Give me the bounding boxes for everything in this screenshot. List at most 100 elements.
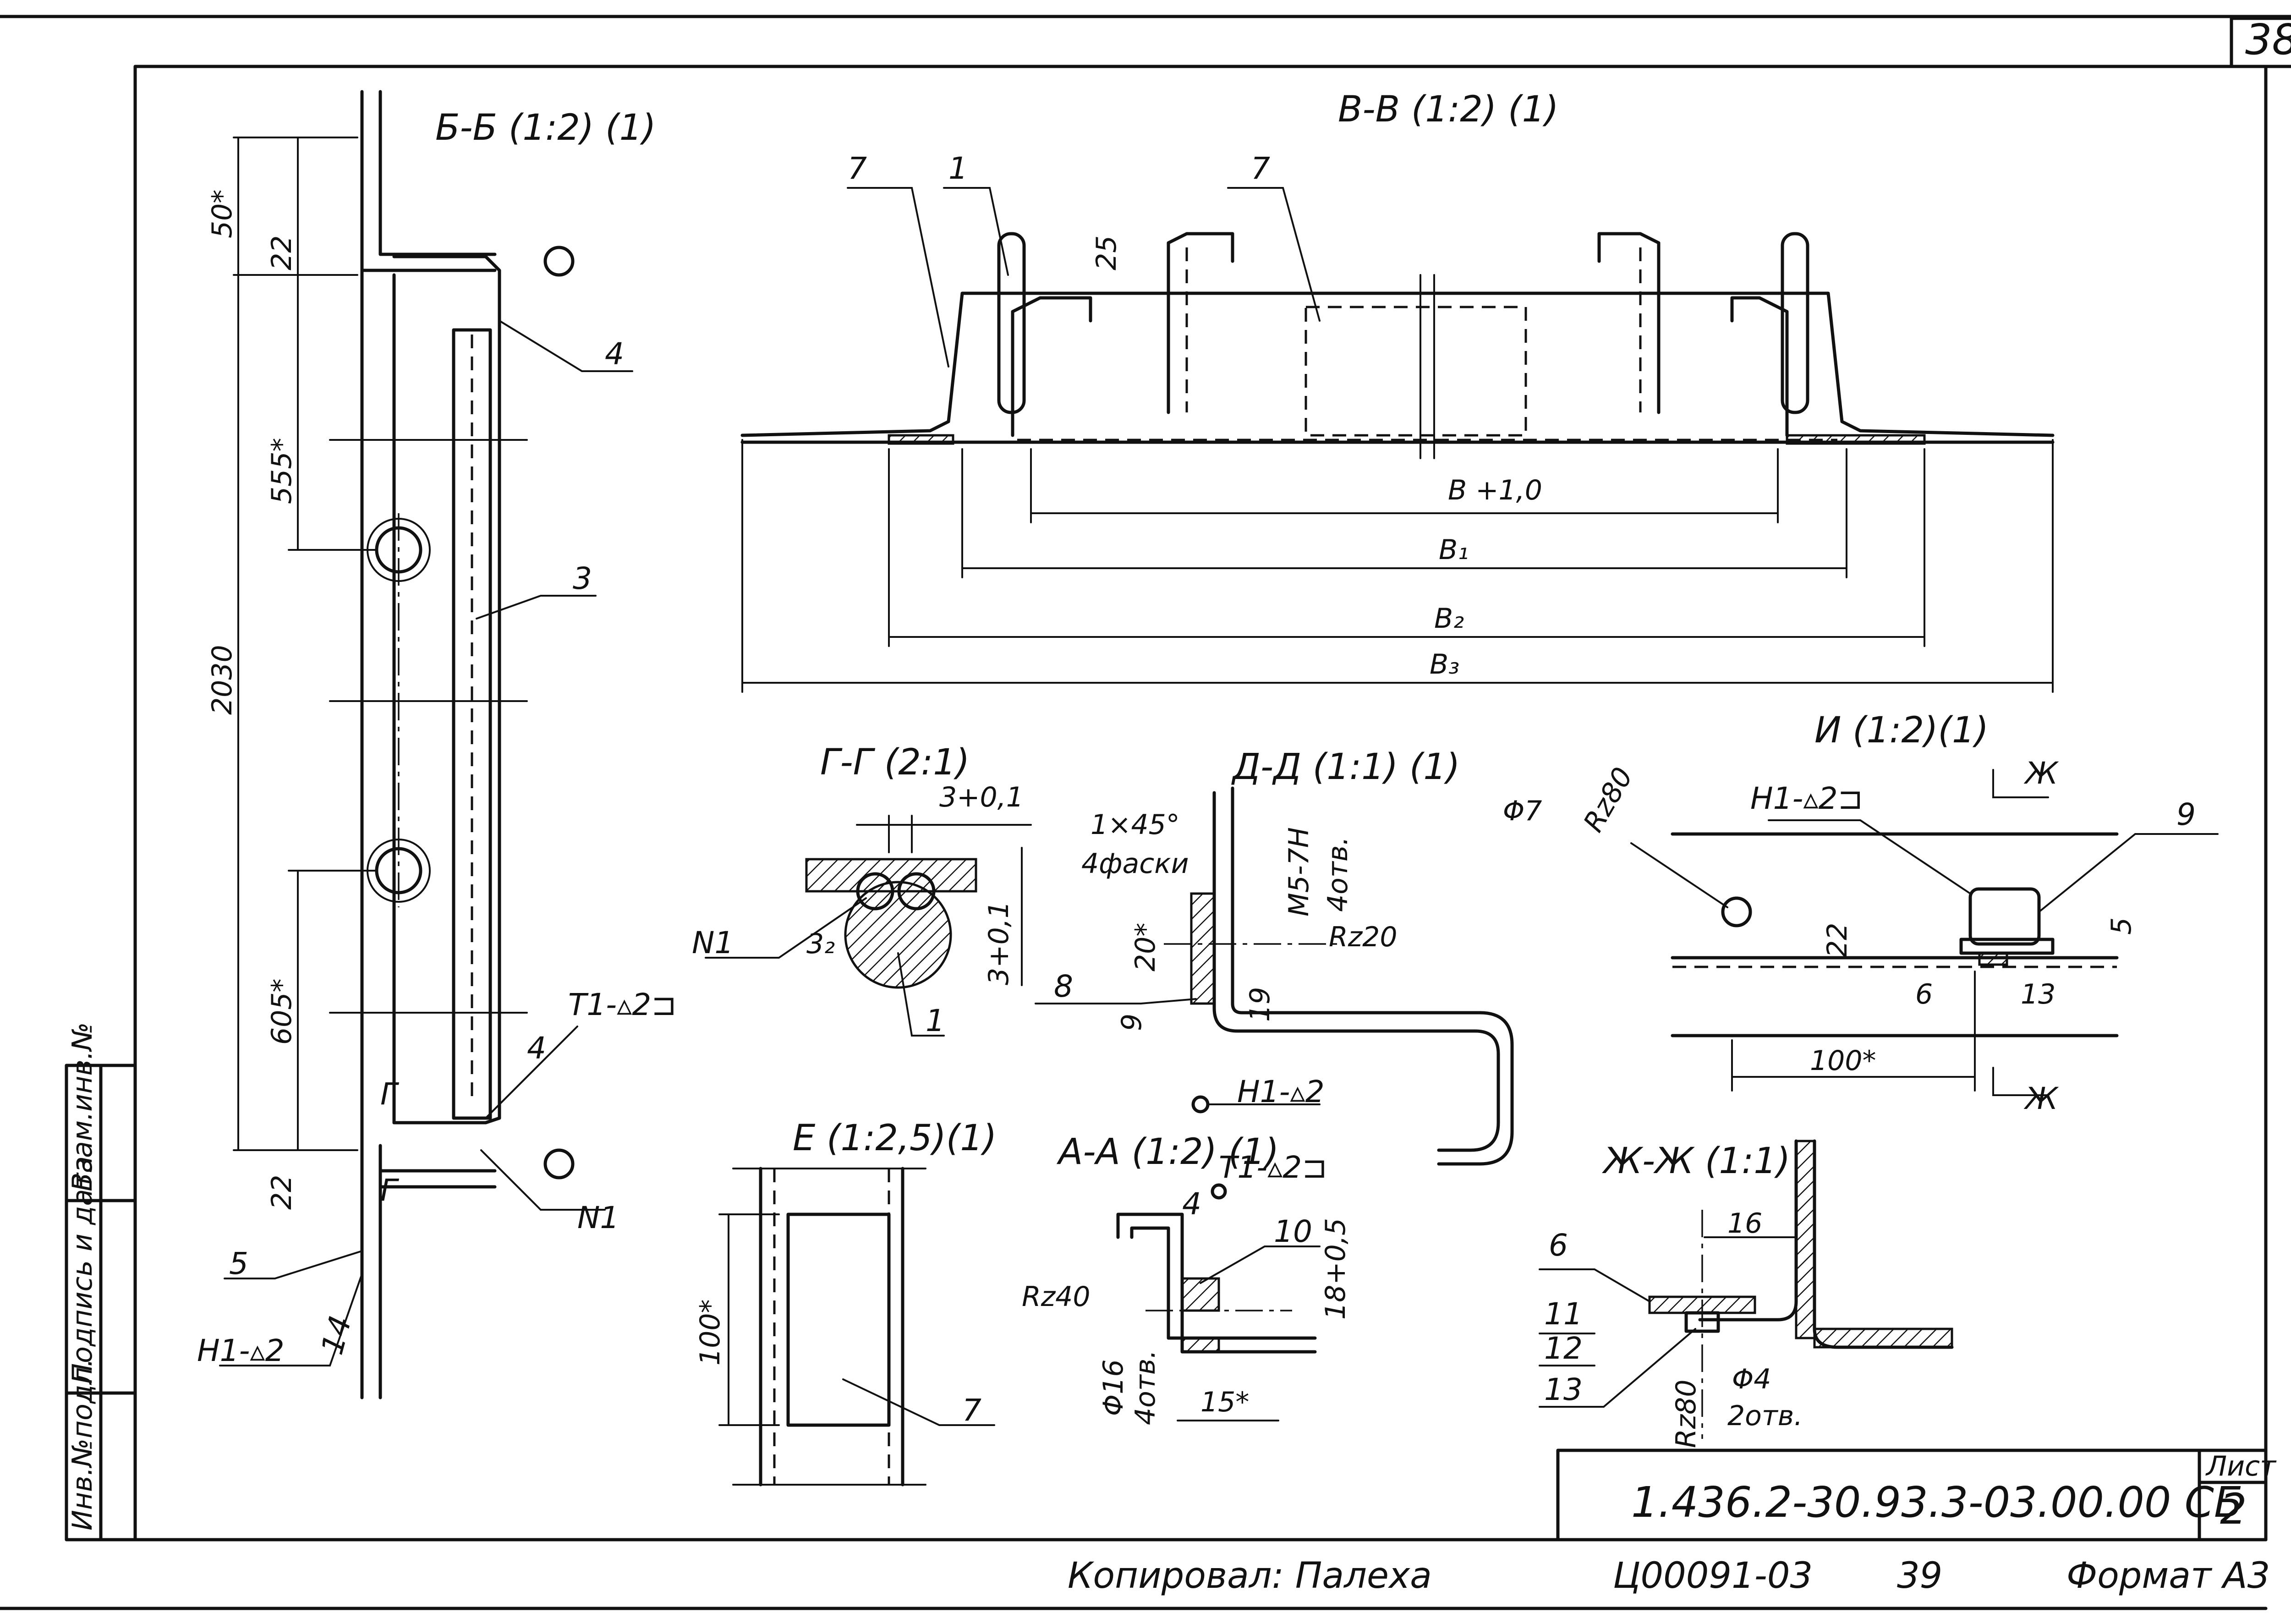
dim-aa-phi16: Φ16 (1097, 1359, 1129, 1416)
dim-dd-20: 20* (1129, 923, 1162, 971)
label-ee-7: 7 (962, 1393, 981, 1428)
footer-code: Ц00091-03 (1613, 1555, 1813, 1597)
list-value: 2 (2220, 1485, 2247, 1534)
label-bb-h1: Н1-▵2 (197, 1333, 285, 1368)
dim-dd-19: 19 (1244, 987, 1276, 1022)
view-zz: Ж-Ж (1:1) 16 Φ4 2отв. Rz80 6 11 12 13 (1539, 1139, 1954, 1448)
dim-dd-m5: М5-7Н (1283, 827, 1315, 916)
label-bb-3: 3 (573, 561, 592, 596)
label-bb-14: 14 (314, 1312, 358, 1358)
label-bb-g-bottom: Г (380, 1173, 400, 1208)
view-ii-title: И (1:2)(1) (1814, 710, 1989, 751)
label-aa-t1: Т1-▵2⊐ (1219, 1150, 1327, 1185)
label-ii-h1: Н1-▵2⊐ (1750, 781, 1863, 816)
side-stamp-sign: Подпись и дата (66, 1156, 99, 1384)
view-ee: Е (1:2,5)(1) 100* 7 (694, 1118, 997, 1487)
footer: Копировал: Палеха Ц00091-03 39 Формат A3 (1068, 1555, 2270, 1597)
dim-ii-6: 6 (1915, 978, 1933, 1010)
label-bb-t1: Т1-▵2⊐ (568, 987, 677, 1022)
dim-aa-18: 18+0,5 (1320, 1218, 1352, 1320)
label-ii-zh-bottom: Ж (2023, 1081, 2059, 1116)
sheet-frame: 38 (0, 15, 2291, 1610)
view-zz-title: Ж-Ж (1:1) (1602, 1141, 1790, 1182)
dim-bb-22-bottom: 22 (266, 1175, 298, 1210)
label-vv-7-mid: 7 (1251, 151, 1270, 186)
view-bb-title: Б-Б (1:2) (1) (435, 107, 656, 148)
view-aa-title: А-А (1:2) (1) (1056, 1131, 1279, 1173)
view-gg-title: Г-Г (2:1) (820, 742, 970, 783)
label-bb-4: 4 (605, 336, 624, 372)
list-label: Лист (2205, 1450, 2277, 1482)
dim-bb-2030: 2030 (206, 645, 238, 715)
dim-bb-22-top: 22 (266, 236, 298, 270)
label-dd-8: 8 (1054, 969, 1073, 1004)
label-ii-9: 9 (2176, 797, 2196, 832)
dim-bb-50: 50* (206, 190, 238, 238)
dim-ii-5: 5 (2105, 917, 2138, 935)
view-dd: Д-Д (1:1) (1) 1×45° 4фаски 20* 9 19 М5-7… (1035, 746, 1514, 1166)
label-zz-12: 12 (1544, 1331, 1583, 1366)
label-aa-10: 10 (1274, 1214, 1312, 1249)
dim-bb-555: 555* (266, 438, 298, 504)
side-stamp: Инв.№подл. Подпись и дата Взам.инв.№ (65, 1022, 137, 1542)
dim-zz-rz80: Rz80 (1670, 1379, 1702, 1448)
sheet-number: 38 (2245, 15, 2291, 64)
dim-ii-13: 13 (2021, 978, 2055, 1010)
footer-page: 39 (1897, 1555, 1942, 1597)
stamp-designation: 1.436.2-30.93.3-03.00.00 СБ (1631, 1478, 2243, 1527)
footer-format: Формат A3 (2066, 1555, 2270, 1597)
dim-gg-32: 3₂ (806, 928, 835, 960)
view-ee-title: Е (1:2,5)(1) (793, 1118, 997, 1159)
dim-dd-rz20: Rz20 (1329, 921, 1398, 953)
view-bb: Б-Б (1:2) (1) 50* 22 555* 2030 605* 22 4… (197, 90, 677, 1399)
label-ii-zh-top: Ж (2023, 756, 2059, 791)
dim-vv-b3: В₃ (1430, 648, 1459, 680)
dim-dd-4faski: 4фаски (1081, 848, 1189, 880)
dim-vv-b2: В₂ (1434, 603, 1464, 635)
view-ii: И (1:2)(1) Φ7 Rz80 22 5 6 13 100* Н1-▵2⊐… (1503, 710, 2219, 1116)
footer-copied: Копировал: Палеха (1068, 1555, 1432, 1597)
dim-zz-2otv: 2отв. (1727, 1400, 1803, 1432)
dim-gg-3a: 3+0,1 (939, 781, 1024, 813)
dim-vv-b1: В₁ (1439, 534, 1469, 566)
dim-ii-100: 100* (1810, 1045, 1876, 1077)
dim-dd-chamfer: 1×45° (1091, 809, 1180, 841)
dim-bb-605: 605* (266, 978, 298, 1045)
dim-ee-100: 100* (694, 1299, 726, 1366)
dim-dd-9: 9 (1116, 1014, 1148, 1031)
view-dd-title: Д-Д (1:1) (1) (1231, 746, 1460, 788)
label-bb-5: 5 (229, 1246, 248, 1281)
dim-gg-3b: 3+0,1 (983, 901, 1015, 985)
label-bb-g-top: Г (380, 1076, 400, 1112)
label-vv-1: 1 (948, 151, 968, 186)
dim-zz-phi4: Φ4 (1732, 1363, 1771, 1395)
dim-aa-4otv: 4отв. (1129, 1350, 1162, 1425)
label-bb-4b: 4 (527, 1031, 546, 1066)
label-vv-7-left: 7 (848, 151, 867, 186)
side-stamp-replace: Взам.инв.№ (66, 1022, 99, 1191)
view-gg: Г-Г (2:1) 3+0,1 3+0,1 3₂ N1 1 (692, 742, 1032, 1038)
dim-zz-16: 16 (1727, 1207, 1762, 1240)
view-aa: А-А (1:2) (1) Rz40 18+0,5 Φ16 4отв. 15* … (1022, 1131, 1352, 1425)
dim-aa-15: 15* (1200, 1386, 1249, 1418)
dim-ii-rz80: Rz80 (1577, 762, 1639, 837)
label-aa-4: 4 (1182, 1186, 1201, 1222)
label-bb-n1: N1 (577, 1200, 619, 1235)
dim-ii-phi7: Φ7 (1503, 795, 1542, 827)
label-gg-1: 1 (926, 1003, 945, 1038)
label-zz-11: 11 (1544, 1296, 1583, 1332)
title-block: 1.436.2-30.93.3-03.00.00 СБ Лист 2 (1556, 1448, 2277, 1542)
label-gg-n1: N1 (692, 925, 734, 960)
view-vv-title: В-В (1:2) (1) (1338, 89, 1559, 130)
side-stamp-inv: Инв.№подл. (66, 1358, 99, 1531)
label-zz-6: 6 (1549, 1228, 1568, 1263)
dim-aa-rz40: Rz40 (1022, 1281, 1091, 1313)
label-dd-h1: Н1-▵2 (1237, 1074, 1325, 1109)
dim-vv-25: 25 (1091, 236, 1123, 270)
dim-ii-22: 22 (1821, 923, 1853, 958)
dim-dd-4otv: 4отв. (1322, 837, 1354, 912)
dim-vv-b: В +1,0 (1448, 474, 1542, 506)
label-zz-13: 13 (1544, 1372, 1583, 1407)
view-vv: В-В (1:2) (1) В +1,0 В₁ В₂ В₃ 25 7 1 7 (740, 89, 2055, 693)
